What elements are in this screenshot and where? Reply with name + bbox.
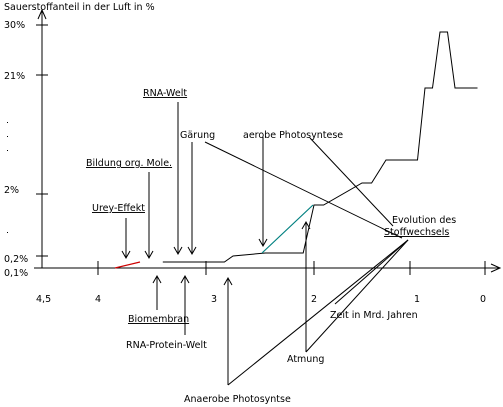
x-axis-label: Zeit in Mrd. Jahren <box>330 310 418 321</box>
label-atmung: Atmung <box>287 354 324 365</box>
leader-aerobe <box>309 137 394 227</box>
arrowhead <box>301 220 311 230</box>
arrowhead <box>173 246 183 256</box>
annotation-arrows <box>121 102 311 385</box>
arrowhead <box>144 250 154 260</box>
label-rna-protein-welt: RNA-Protein-Welt <box>126 340 207 351</box>
y-tick-label: 0,2% <box>4 254 28 265</box>
x-tick-label: 0 <box>480 294 486 305</box>
y-axis-break-dots <box>7 122 8 233</box>
x-tick-label: 3 <box>211 294 217 305</box>
leader-atmung <box>305 239 409 353</box>
early-red-segment <box>114 261 141 269</box>
arrowhead <box>187 246 197 256</box>
axis-break-dot <box>7 232 8 233</box>
leader-zeit <box>334 239 409 305</box>
label-biomembran: Biomembran <box>128 314 189 325</box>
series-line <box>162 31 478 263</box>
y-ticks: 30% 21% 2% 0,2% 0,1% <box>4 20 48 279</box>
y-axis-arrowhead <box>37 8 47 20</box>
leader-anaerobe <box>227 239 409 386</box>
axis-break-dot <box>7 150 8 151</box>
arrowhead <box>152 274 162 284</box>
leader-gaerung <box>204 141 403 239</box>
label-urey-effekt: Urey-Effekt <box>92 203 145 214</box>
label-aerobe-photosyntese: aerobe Photosyntese <box>243 130 343 141</box>
axis-break-dot <box>7 136 8 137</box>
y-tick-label: 0,1% <box>4 268 28 279</box>
label-anaerobe-photosyntse: Anaerobe Photosyntse <box>184 394 291 405</box>
photosynthesis-teal-segment <box>261 204 314 254</box>
leader-lines <box>204 137 409 386</box>
y-tick-label: 21% <box>4 71 25 82</box>
arrowhead <box>223 276 233 286</box>
arrowhead <box>258 238 268 248</box>
x-axis-arrowhead <box>490 263 502 273</box>
label-gaerung: Gärung <box>180 130 215 141</box>
label-evolution-des: Evolution des <box>392 215 456 226</box>
label-stoffwechsels: Stoffwechsels <box>384 227 449 238</box>
y-tick-label: 2% <box>4 185 19 196</box>
label-rna-welt: RNA-Welt <box>143 88 187 99</box>
x-tick-label: 4,5 <box>36 294 51 305</box>
arrowhead <box>121 250 131 260</box>
axis-break-dot <box>7 122 8 123</box>
arrowhead <box>180 274 190 284</box>
x-ticks: 4,5 4 3 2 1 0 <box>36 261 486 305</box>
label-bildung-org-mole: Bildung org. Mole. <box>86 158 172 169</box>
chart-title: Sauerstoffanteil in der Luft in % <box>4 2 155 13</box>
x-tick-label: 1 <box>414 294 420 305</box>
y-tick-label: 30% <box>4 20 25 31</box>
x-tick-label: 2 <box>311 294 317 305</box>
x-tick-label: 4 <box>95 294 101 305</box>
